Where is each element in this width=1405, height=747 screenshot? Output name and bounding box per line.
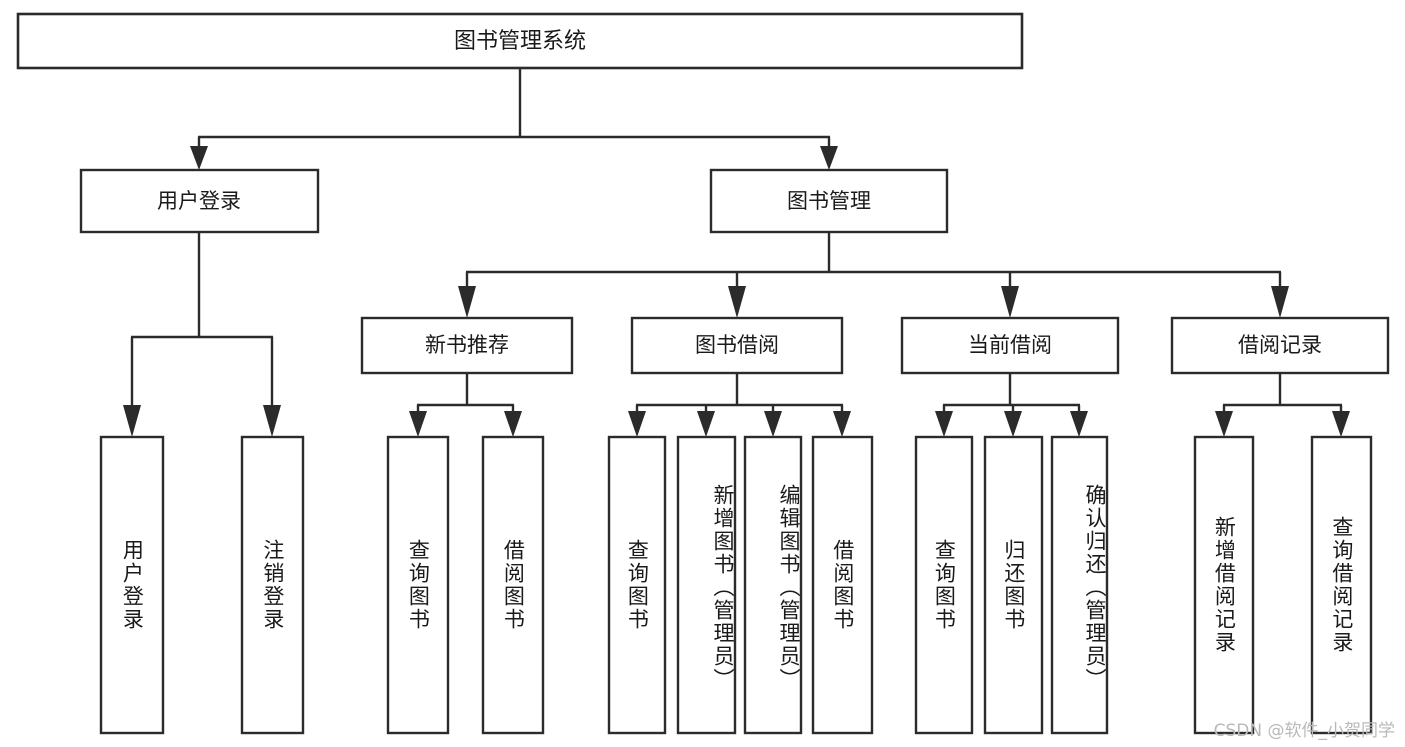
node-root-rect[interactable] — [16, 12, 1024, 70]
arrowhead-new-book-recommend — [458, 286, 476, 318]
node-new-book-recommend-rect[interactable] — [360, 316, 574, 375]
arrowhead-leaf-add-borrow-record — [1215, 411, 1233, 437]
leaf-confirm-return-admin-rect[interactable] — [1050, 435, 1109, 735]
node-current-borrow[interactable]: 当前借阅 — [900, 316, 1120, 375]
connectors-group — [123, 68, 1350, 437]
arrowhead-borrow-records — [1271, 286, 1289, 318]
node-root[interactable]: 图书管理系统 — [16, 12, 1024, 70]
node-current-borrow-rect[interactable] — [900, 316, 1120, 375]
arrowhead-leaf-borrow-book-rec — [504, 411, 522, 437]
node-book-borrow[interactable]: 图书借阅 — [630, 316, 844, 375]
csdn-watermark: CSDN @软件_小贺同学 — [1213, 721, 1395, 741]
arrowhead-user-login — [190, 146, 208, 170]
node-book-manage-rect[interactable] — [709, 168, 949, 234]
leaf-query-book-borrow-rect[interactable] — [607, 435, 667, 735]
leaf-borrow-book-rec-rect[interactable] — [481, 435, 545, 735]
arrowhead-current-borrow — [1001, 286, 1019, 318]
node-borrow-records-rect[interactable] — [1170, 316, 1390, 375]
node-book-borrow-rect[interactable] — [630, 316, 844, 375]
node-new-book-recommend-label: 新书推荐 — [425, 333, 509, 357]
arrowhead-leaf-user-login — [123, 405, 141, 437]
node-book-manage-label: 图书管理 — [787, 189, 871, 213]
arrowhead-leaf-logout — [263, 405, 281, 437]
leaf-query-book-current-rect[interactable] — [914, 435, 974, 735]
arrowhead-leaf-borrow-book — [833, 411, 851, 437]
arrowhead-leaf-query-book-borrow — [628, 411, 646, 437]
node-user-login-label: 用户登录 — [157, 189, 241, 213]
node-book-borrow-label: 图书借阅 — [695, 333, 779, 357]
arrowhead-book-manage — [820, 146, 838, 170]
leaf-query-book-rec-rect[interactable] — [386, 435, 450, 735]
leaf-query-borrow-record-rect[interactable] — [1310, 435, 1373, 735]
leaf-return-book-rect[interactable] — [983, 435, 1044, 735]
node-book-manage[interactable]: 图书管理 — [709, 168, 949, 234]
arrowhead-leaf-query-book-current — [935, 411, 953, 437]
node-borrow-records[interactable]: 借阅记录 — [1170, 316, 1390, 375]
leaf-edit-book-admin-rect[interactable] — [743, 435, 803, 735]
arrowhead-leaf-query-borrow-record — [1332, 411, 1350, 437]
leaf-add-borrow-record-rect[interactable] — [1193, 435, 1255, 735]
leaf-boxes-group — [99, 435, 1373, 735]
node-user-login-rect[interactable] — [79, 168, 320, 234]
arrowhead-leaf-return-book — [1004, 411, 1022, 437]
arrowhead-leaf-query-book-rec — [409, 411, 427, 437]
leaf-user-login-rect[interactable] — [99, 435, 165, 735]
leaf-logout-rect[interactable] — [240, 435, 305, 735]
arrowhead-leaf-confirm-return-admin — [1070, 411, 1088, 437]
node-user-login[interactable]: 用户登录 — [79, 168, 320, 234]
arrowhead-leaf-edit-book-admin — [764, 411, 782, 437]
node-new-book-recommend[interactable]: 新书推荐 — [360, 316, 574, 375]
node-borrow-records-label: 借阅记录 — [1238, 333, 1322, 357]
arrowhead-book-borrow — [728, 286, 746, 318]
node-current-borrow-label: 当前借阅 — [968, 333, 1052, 357]
arrowhead-leaf-add-book-admin — [697, 411, 715, 437]
leaf-add-book-admin-rect[interactable] — [676, 435, 737, 735]
node-root-label: 图书管理系统 — [454, 29, 586, 54]
leaf-borrow-book-rect[interactable] — [811, 435, 874, 735]
